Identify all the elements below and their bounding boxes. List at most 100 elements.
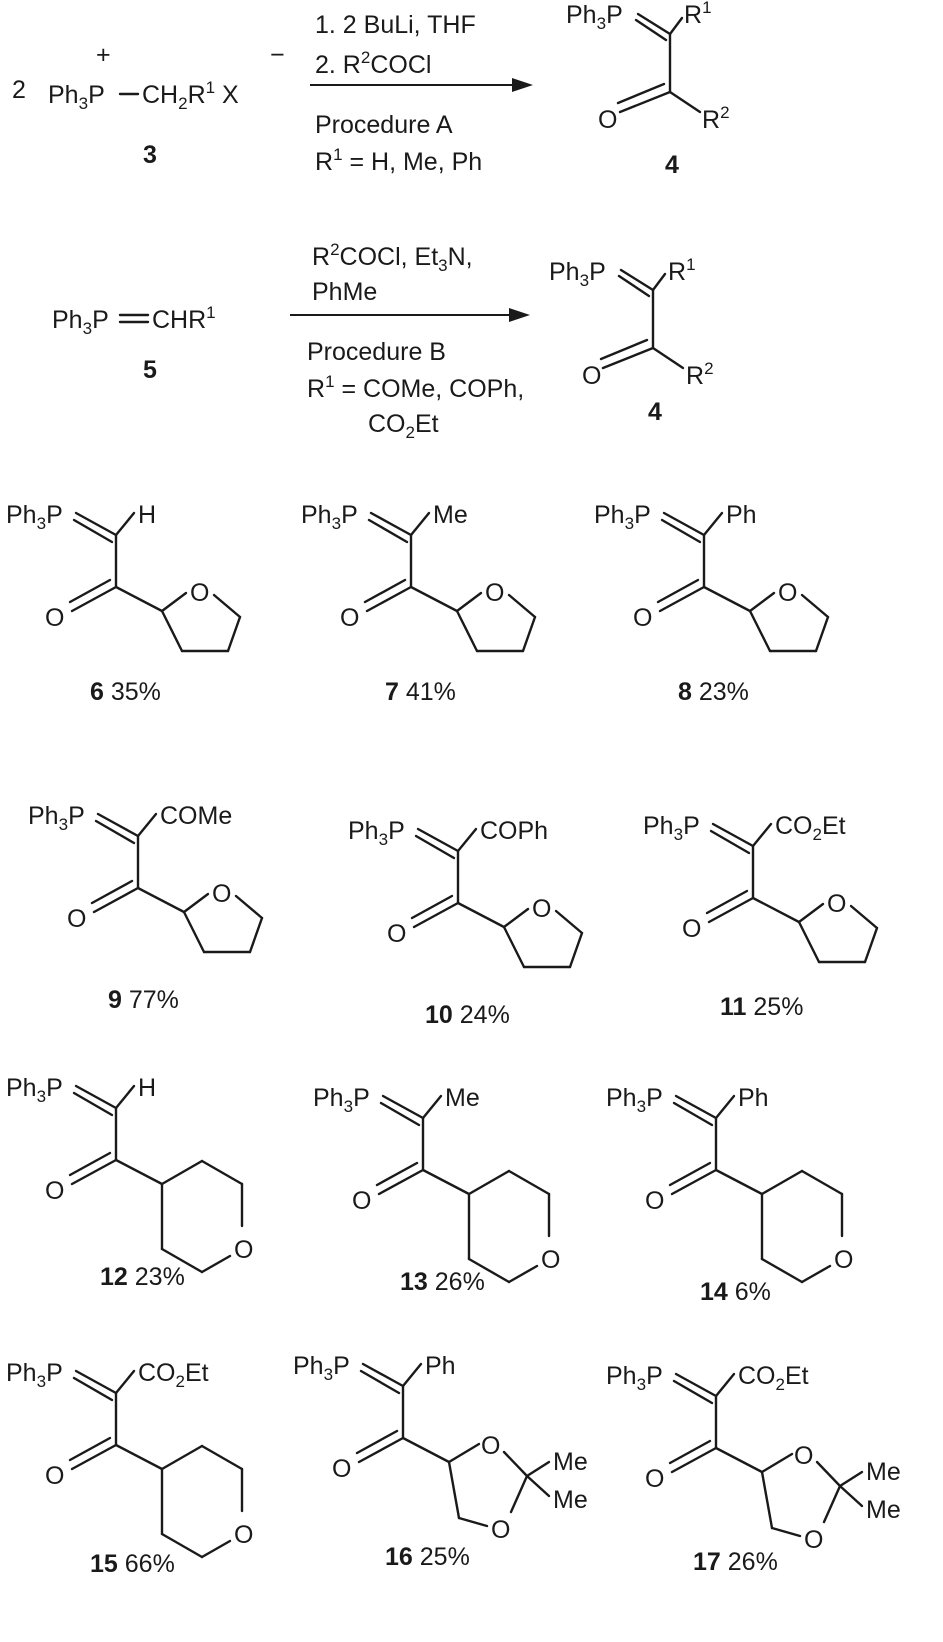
svg-text:CH2R1 X: CH2R1 X xyxy=(142,78,239,113)
product-4-a: Ph3P R1 O R2 xyxy=(566,0,730,134)
svg-text:Ph3P: Ph3P xyxy=(643,812,700,844)
reaction-b-scope-1: R1 = COMe, COPh, xyxy=(307,372,524,403)
compound-label-3: 3 xyxy=(143,141,157,169)
reaction-a: 2 Ph3P + CH2R1 X − 3 1. 2 BuLi, THF 2. R… xyxy=(12,0,730,179)
svg-text:O: O xyxy=(485,579,504,607)
substituent-7: Me xyxy=(433,501,468,529)
reaction-a-arrowhead xyxy=(512,78,533,92)
svg-text:O: O xyxy=(45,604,64,632)
ylide-5: Ph3P CHR1 xyxy=(52,303,216,338)
reaction-b: Ph3P CHR1 5 R2COCl, Et3N, PhMe Procedure… xyxy=(52,240,714,442)
compound-label-6: 6 35% xyxy=(90,678,161,706)
svg-text:Ph3P: Ph3P xyxy=(48,81,105,113)
substituent-11: CO2Et xyxy=(775,812,846,844)
substituent-12: H xyxy=(138,1074,156,1102)
reaction-b-reagent-1: R2COCl, Et3N, xyxy=(312,240,473,275)
substituent-10: COPh xyxy=(480,817,548,845)
substituent-9: COMe xyxy=(160,802,232,830)
reaction-a-reagent-2: 2. R2COCl xyxy=(315,48,431,79)
compound-label-15: 15 66% xyxy=(90,1550,175,1578)
svg-text:R2: R2 xyxy=(686,359,714,390)
reaction-a-reagent-1: 1. 2 BuLi, THF xyxy=(315,11,476,39)
svg-text:O: O xyxy=(332,1455,351,1483)
svg-text:O: O xyxy=(234,1236,253,1264)
product-label-4-b: 4 xyxy=(648,398,662,426)
compound-label-10: 10 24% xyxy=(425,1001,510,1029)
svg-text:O: O xyxy=(794,1442,813,1470)
svg-text:O: O xyxy=(804,1526,823,1554)
svg-text:Ph3P: Ph3P xyxy=(6,1074,63,1106)
reaction-b-reagent-2: PhMe xyxy=(312,278,377,306)
svg-text:O: O xyxy=(387,920,406,948)
svg-text:Me: Me xyxy=(553,1486,588,1514)
svg-text:R1: R1 xyxy=(668,255,696,286)
svg-text:O: O xyxy=(778,579,797,607)
svg-text:+: + xyxy=(96,41,111,69)
compound-14: Ph3P PhO O 14 6% xyxy=(606,1084,853,1306)
compound-label-8: 8 23% xyxy=(678,678,749,706)
svg-text:Me: Me xyxy=(866,1458,901,1486)
compound-label-9: 9 77% xyxy=(108,986,179,1014)
svg-text:O: O xyxy=(532,895,551,923)
compound-label-14: 14 6% xyxy=(700,1278,771,1306)
reaction-b-arrowhead xyxy=(509,308,530,322)
svg-text:O: O xyxy=(682,915,701,943)
svg-text:O: O xyxy=(481,1432,500,1460)
compound-label-7: 7 41% xyxy=(385,678,456,706)
svg-text:−: − xyxy=(270,41,285,69)
substituent-13: Me xyxy=(445,1084,480,1112)
svg-text:Ph3P: Ph3P xyxy=(293,1352,350,1384)
svg-text:O: O xyxy=(67,905,86,933)
substituent-8: Ph xyxy=(726,501,757,529)
compound-label-16: 16 25% xyxy=(385,1543,470,1571)
svg-text:Ph3P: Ph3P xyxy=(6,1359,63,1391)
compound-label-12: 12 23% xyxy=(100,1263,185,1291)
svg-text:Ph3P: Ph3P xyxy=(52,306,109,338)
svg-text:Ph3P: Ph3P xyxy=(606,1084,663,1116)
substituent-15: CO2Et xyxy=(138,1359,209,1391)
product-4-b: Ph3P R1 O R2 xyxy=(549,255,714,390)
svg-text:O: O xyxy=(834,1246,853,1274)
svg-text:O: O xyxy=(645,1465,664,1493)
svg-text:CHR1: CHR1 xyxy=(152,303,216,334)
svg-text:Ph3P: Ph3P xyxy=(549,258,606,290)
reaction-b-procedure: Procedure B xyxy=(307,338,446,366)
svg-text:Ph3P: Ph3P xyxy=(301,501,358,533)
substituent-14: Ph xyxy=(738,1084,769,1112)
substituent-16: Ph xyxy=(425,1352,456,1380)
svg-text:Me: Me xyxy=(553,1448,588,1476)
product-label-4-a: 4 xyxy=(665,151,679,179)
svg-text:Ph3P: Ph3P xyxy=(28,802,85,834)
svg-text:O: O xyxy=(352,1187,371,1215)
svg-text:Ph3P: Ph3P xyxy=(594,501,651,533)
svg-text:O: O xyxy=(541,1246,560,1274)
svg-text:O: O xyxy=(582,362,601,390)
svg-text:O: O xyxy=(645,1187,664,1215)
svg-text:R1: R1 xyxy=(684,0,712,29)
svg-text:O: O xyxy=(340,604,359,632)
svg-text:O: O xyxy=(491,1516,510,1544)
svg-text:Me: Me xyxy=(866,1496,901,1524)
reaction-b-scope-2: CO2Et xyxy=(368,410,439,442)
compound-label-5: 5 xyxy=(143,356,157,384)
svg-text:Ph3P: Ph3P xyxy=(6,501,63,533)
reaction-a-coefficient: 2 xyxy=(12,76,26,104)
reaction-a-procedure: Procedure A xyxy=(315,111,453,139)
svg-text:Ph3P: Ph3P xyxy=(606,1362,663,1394)
svg-text:O: O xyxy=(598,106,617,134)
reaction-a-scope: R1 = H, Me, Ph xyxy=(315,145,482,176)
svg-text:Ph3P: Ph3P xyxy=(313,1084,370,1116)
svg-text:O: O xyxy=(633,604,652,632)
svg-text:Ph3P: Ph3P xyxy=(566,1,623,33)
svg-text:O: O xyxy=(827,890,846,918)
